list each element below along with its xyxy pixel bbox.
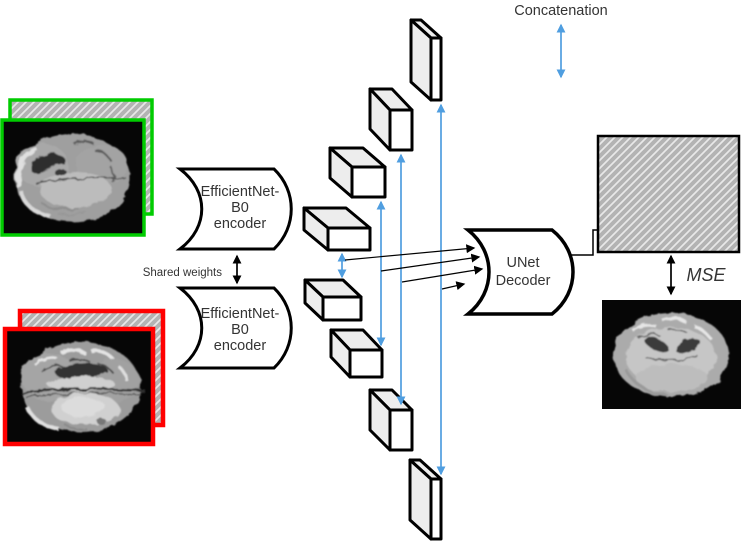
input-top-border — [0, 118, 146, 237]
skip-connection-arrow-2 — [380, 253, 481, 272]
feature-map-enc2-level4 — [408, 458, 443, 541]
encoder-top-label-line3: encoder — [214, 216, 267, 232]
shared-weights-label: Shared weights — [143, 267, 223, 279]
feature-map-enc1-level1 — [302, 206, 372, 252]
input-bottom-brain-mri — [5, 329, 153, 444]
input-top-group — [0, 98, 154, 237]
feature-map-stack — [302, 18, 443, 541]
decoder-label-line1: UNet — [506, 255, 539, 271]
encoder-bottom-label-line1: EfficientNet- — [201, 306, 280, 322]
mse-label: MSE — [686, 265, 726, 285]
skip-connection-arrow-3 — [401, 265, 484, 283]
decoder-label-line2: Decoder — [496, 273, 551, 289]
skip-connection-arrow-1 — [344, 244, 476, 261]
skip-connection-arrows — [344, 244, 484, 291]
encoder-bottom-label-line3: encoder — [214, 338, 267, 354]
encoder-bottom-shape — [175, 286, 293, 370]
encoder-top-label-line1: EfficientNet- — [201, 184, 280, 200]
feature-map-enc1-level3 — [368, 87, 414, 152]
encoder-bottom-group: EfficientNet- B0 encoder — [175, 286, 293, 370]
encoder-top-group: EfficientNet- B0 encoder — [175, 167, 293, 251]
concat-arrows — [337, 103, 446, 476]
output-reconstruction-hatch — [596, 134, 741, 254]
encoder-top-shape — [175, 167, 293, 251]
feature-map-enc1-level2 — [328, 146, 387, 199]
feature-map-enc2-level2 — [329, 328, 384, 379]
feature-map-enc2-level3 — [368, 388, 414, 452]
output-brain-mri — [602, 300, 741, 409]
encoder-bottom-label-line2: B0 — [231, 322, 249, 338]
decoder-output-connector — [571, 229, 598, 256]
feature-map-enc1-level4 — [409, 18, 443, 102]
decoder-shape — [462, 228, 575, 316]
decoder-group: UNet Decoder — [462, 228, 575, 316]
skip-connection-arrow-4 — [441, 281, 466, 291]
concatenation-label: Concatenation — [514, 3, 608, 19]
encoder-top-label-line2: B0 — [231, 200, 249, 216]
input-top-brain-mri — [2, 120, 144, 235]
input-bottom-group — [2, 308, 166, 447]
input-bottom-border — [2, 326, 156, 447]
feature-map-enc2-level1 — [303, 278, 363, 322]
